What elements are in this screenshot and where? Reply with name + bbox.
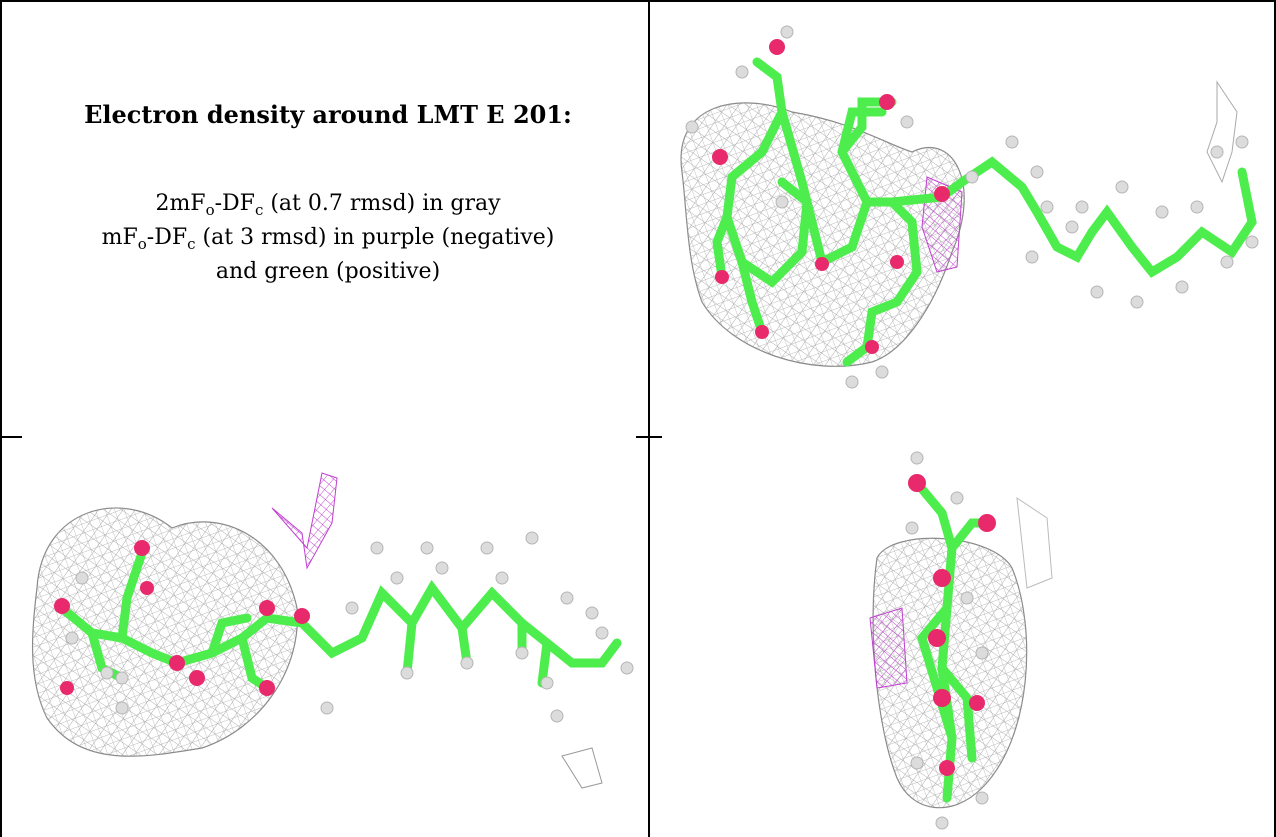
density-mesh-purple [271,472,338,570]
bonds-green [712,57,1257,367]
table-border-top [0,0,1276,2]
molecule-view-bottom-right [652,438,1272,836]
density-mesh-gray-small [1206,80,1238,184]
molecule-render-1 [680,25,1259,389]
caption-cell: Electron density around LMT E 201: 2mFo-… [18,60,638,289]
table-border-row-mid [636,436,662,438]
atoms-hydrogen [65,531,634,723]
atoms-oxygen [908,474,996,776]
caption-line-3: and green (positive) [215,259,441,284]
molecule-view-bottom-left [2,438,646,836]
table-border-row-left [0,436,22,438]
molecule-render-2 [31,472,634,789]
density-mesh-gray-small [561,747,603,789]
molecule-view-top-right [652,2,1272,434]
caption-line-2: mFo-DFc (at 3 rmsd) in purple (negative) [101,225,555,253]
molecule-render-3 [869,451,1053,830]
density-mesh-purple [869,607,908,689]
atoms-oxygen [54,540,310,696]
table-border-middle [648,0,650,837]
bonds-green [57,548,622,693]
table-border-right [1274,0,1276,837]
caption-title: Electron density around LMT E 201: [84,100,572,129]
density-mesh-gray-small [1016,496,1053,589]
atoms-hydrogen [905,451,989,830]
atoms-oxygen [712,39,950,354]
atoms-hydrogen [685,25,1259,389]
table-border-left [0,0,2,837]
caption-line-1: 2mFo-DFc (at 0.7 rmsd) in gray [155,191,501,219]
